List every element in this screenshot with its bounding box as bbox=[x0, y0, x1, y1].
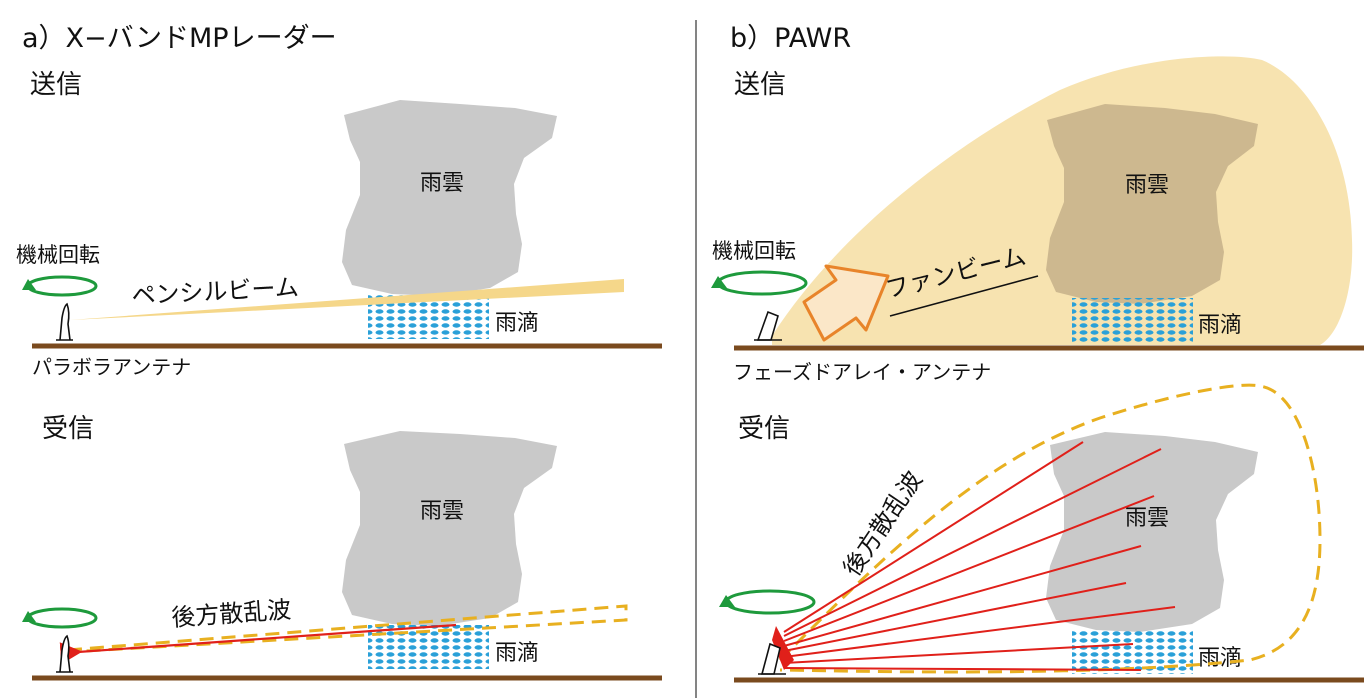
panel-pawr: b）PAWR 送信 雨雲 雨滴 ファンビーム 機械回転 フェーズドアレイ・アンテ… bbox=[711, 23, 1364, 683]
left-backscatter-envelope bbox=[66, 604, 628, 654]
right-rain-label-transmit: 雨滴 bbox=[1198, 313, 1242, 338]
left-receive-label: 受信 bbox=[42, 414, 94, 444]
right-backscatter-label: 後方散乱波 bbox=[838, 466, 928, 581]
left-rain-label-receive: 雨滴 bbox=[495, 641, 539, 666]
left-transmit-label: 送信 bbox=[30, 70, 82, 100]
parabolic-antenna-icon bbox=[56, 302, 73, 341]
right-rotation-arrow-receive-icon bbox=[719, 589, 816, 615]
left-rain-cloud-receive bbox=[342, 431, 557, 626]
right-rain-cloud-receive bbox=[1046, 432, 1258, 632]
pencil-beam-label: ペンシルビーム bbox=[131, 273, 300, 310]
left-cloud-label-receive: 雨雲 bbox=[420, 499, 464, 524]
fan-beam-underline bbox=[889, 275, 1039, 317]
right-rain-cloud-transmit bbox=[1046, 104, 1258, 304]
backscatter-ray bbox=[783, 582, 1127, 652]
fan-direction-arrow-icon bbox=[802, 264, 890, 342]
left-cloud-label-transmit: 雨雲 bbox=[420, 171, 464, 196]
right-rain-label-receive: 雨滴 bbox=[1198, 646, 1242, 671]
phased-array-antenna-label: フェーズドアレイ・アンテナ bbox=[733, 360, 991, 384]
left-rotation-label-transmit: 機械回転 bbox=[16, 243, 100, 267]
right-rotation-arrow-transmit-icon bbox=[711, 270, 808, 296]
backscatter-rays bbox=[783, 441, 1176, 671]
right-raindrops-transmit bbox=[1072, 298, 1193, 342]
right-antenna-receive-icon bbox=[758, 642, 786, 675]
backscatter-ray bbox=[783, 441, 1084, 633]
left-backscatter-ray bbox=[59, 623, 457, 665]
left-rotation-arrow-receive-icon bbox=[22, 607, 98, 629]
backscatter-ray bbox=[783, 606, 1176, 658]
left-rain-label-transmit: 雨滴 bbox=[495, 311, 539, 336]
left-backscatter-label: 後方散乱波 bbox=[170, 596, 292, 632]
backscatter-ray bbox=[783, 643, 1134, 664]
backscatter-ray bbox=[783, 545, 1142, 647]
backscatter-ray bbox=[783, 667, 1142, 671]
panel-x-band: a）X−バンドMPレーダー 送信 雨雲 雨滴 ペンシルビーム 機械回転 パラボラ… bbox=[16, 23, 662, 681]
left-antenna-receive-icon bbox=[56, 634, 73, 673]
right-heading: b）PAWR bbox=[730, 23, 851, 54]
backscatter-ray bbox=[783, 495, 1155, 642]
right-cloud-label-transmit: 雨雲 bbox=[1125, 173, 1169, 198]
right-rotation-label-transmit: 機械回転 bbox=[712, 239, 796, 263]
phased-array-antenna-icon bbox=[754, 310, 782, 341]
backscatter-ray bbox=[783, 448, 1162, 637]
right-cloud-label-receive: 雨雲 bbox=[1125, 506, 1169, 531]
rotation-arrow-icon bbox=[22, 275, 98, 297]
right-backscatter-envelope bbox=[778, 383, 1322, 674]
left-heading: a）X−バンドMPレーダー bbox=[22, 23, 337, 54]
right-receive-label: 受信 bbox=[738, 414, 790, 444]
left-rain-cloud-transmit bbox=[342, 100, 557, 296]
right-transmit-label: 送信 bbox=[734, 70, 786, 100]
parabolic-antenna-label: パラボラアンテナ bbox=[32, 355, 191, 379]
pencil-beam bbox=[70, 279, 624, 320]
phased-array-receive-face bbox=[772, 626, 794, 670]
